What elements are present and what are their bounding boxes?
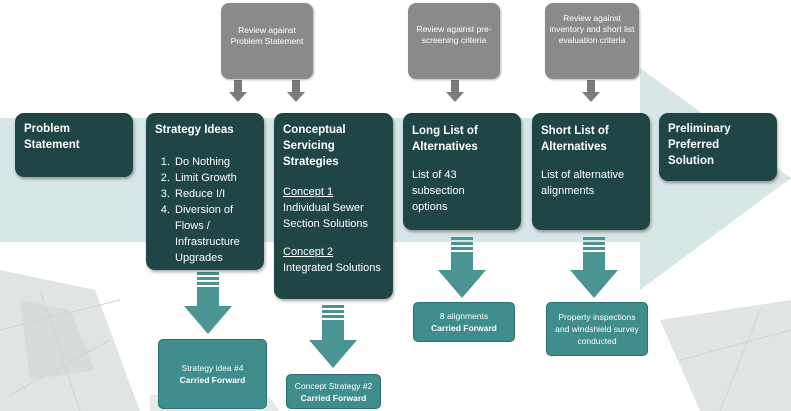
list-item: Diversion of Flows / Infrastructure Upgr… <box>173 202 255 266</box>
concept-1: Concept 1 Individual Sewer Section Solut… <box>283 184 384 232</box>
stage-title: Short List of Alternatives <box>541 125 609 153</box>
outcome-line: Strategy idea #4 <box>181 363 244 373</box>
down-arrow-long-list <box>438 237 486 298</box>
outcome-status: Carried Forward <box>300 392 367 403</box>
map-texture <box>0 270 791 411</box>
review-inventory-text: Review against inventory and short list … <box>549 13 635 45</box>
list-item: Do Nothing <box>173 154 255 170</box>
outcome-line: 8 alignments <box>439 311 489 321</box>
stage-title: Conceptual Servicing Strategies <box>283 124 346 168</box>
concept-1-desc: Individual Sewer Section Solutions <box>283 202 368 230</box>
list-item: Limit Growth <box>173 170 255 186</box>
concept-2: Concept 2 Integrated Solutions <box>283 244 384 276</box>
review-arrows <box>229 80 600 102</box>
outcome-property: Property inspections and windshield surv… <box>546 302 648 356</box>
stage-desc: List of 43 subsection options <box>412 169 465 213</box>
stage-problem-statement: Problem Statement <box>15 113 133 177</box>
outcome-alignments: 8 alignments Carried Forward <box>413 302 515 342</box>
small-down-arrow <box>229 80 247 102</box>
stage-title: Long List of Alternatives <box>412 125 478 153</box>
outcome-line: Concept Strategy #2 <box>294 380 373 391</box>
small-down-arrow <box>446 80 464 102</box>
concept-1-label: Concept 1 <box>283 186 334 198</box>
outcome-strategy: Strategy idea #4 Carried Forward <box>158 339 267 409</box>
outcome-concept: Concept Strategy #2 Carried Forward <box>286 374 381 409</box>
review-problem-text: Review against Problem Statement <box>230 25 304 46</box>
outcome-status: Carried Forward <box>431 323 497 333</box>
stage-title: Problem Statement <box>24 123 80 151</box>
stage-preliminary-solution: Preliminary Preferred Solution <box>659 113 777 181</box>
outcome-arrows <box>184 237 618 368</box>
review-prescreening: Review against pre-screening criteria <box>408 3 500 79</box>
down-arrow-strategy <box>184 272 232 334</box>
concept-2-desc: Integrated Solutions <box>283 262 381 274</box>
stage-strategy-ideas: Strategy Ideas Do Nothing Limit Growth R… <box>146 113 264 270</box>
down-arrow-short-list <box>570 237 618 298</box>
stage-conceptual-strategies: Conceptual Servicing Strategies Concept … <box>274 113 393 299</box>
concept-2-label: Concept 2 <box>283 246 334 258</box>
review-prescreening-text: Review against pre-screening criteria <box>416 24 492 45</box>
strategy-list: Do Nothing Limit Growth Reduce I/I Diver… <box>155 154 255 266</box>
review-inventory: Review against inventory and short list … <box>545 3 639 79</box>
down-arrow-concept <box>309 305 357 368</box>
stage-long-list: Long List of Alternatives List of 43 sub… <box>403 113 521 230</box>
review-problem-statement: Review against Problem Statement <box>221 3 313 79</box>
stage-title: Strategy Ideas <box>155 124 234 136</box>
outcome-line: Property inspections and windshield surv… <box>555 312 639 346</box>
small-down-arrow <box>287 80 305 102</box>
small-down-arrow <box>582 80 600 102</box>
list-item: Reduce I/I <box>173 186 255 202</box>
outcome-status: Carried Forward <box>179 375 246 385</box>
stage-title: Preliminary Preferred Solution <box>668 123 731 167</box>
stage-desc: List of alternative alignments <box>541 169 625 197</box>
stage-short-list: Short List of Alternatives List of alter… <box>532 113 650 230</box>
